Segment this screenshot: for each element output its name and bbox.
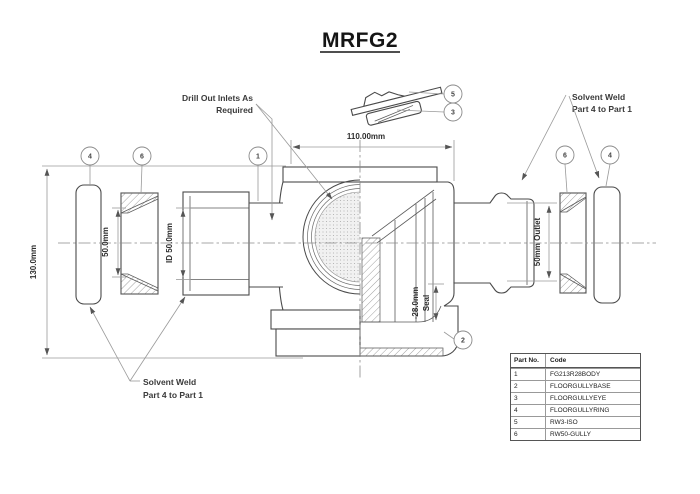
drill-out-line2: Required [216, 105, 253, 115]
svg-text:6: 6 [140, 154, 144, 161]
part-base [270, 305, 459, 357]
balloon-right-cap: 4 [600, 145, 620, 187]
svg-text:130.0mm: 130.0mm [29, 245, 38, 279]
part-right-cap [593, 186, 621, 304]
cell-code: FLOORGULLYRING [550, 407, 610, 414]
svg-text:2: 2 [461, 338, 465, 345]
svg-text:50.0mm: 50.0mm [101, 227, 110, 257]
parts-table-header: Part No. Code [511, 354, 640, 368]
cell-part-no: 2 [511, 381, 546, 392]
body-section [361, 189, 437, 323]
part-left-cap [75, 184, 102, 305]
table-row: 2 FLOORGULLYBASE [511, 380, 640, 392]
svg-text:110.00mm: 110.00mm [347, 132, 385, 141]
cell-part-no: 6 [511, 429, 546, 440]
table-row: 3 FLOORGULLYEYE [511, 392, 640, 404]
cell-code: FLOORGULLYBASE [550, 383, 611, 390]
solvent-weld-top-line1: Solvent Weld [572, 92, 625, 102]
balloon-right-ring: 6 [555, 145, 575, 193]
dim-ring-bore: 50.0mm [101, 207, 126, 278]
header-code: Code [550, 357, 567, 364]
svg-text:4: 4 [608, 153, 612, 160]
parts-table: Part No. Code 1 FG213R28BODY 2 FLOORGULL… [510, 353, 641, 441]
cell-part-no: 5 [511, 417, 546, 428]
balloon-body: 1 [248, 146, 268, 201]
balloon-left-cap: 4 [80, 146, 100, 186]
note-solvent-weld-top: Solvent Weld Part 4 to Part 1 [521, 92, 632, 181]
cell-code: RW3-ISO [550, 419, 578, 426]
dim-overall-width: 110.00mm [290, 132, 455, 181]
dim-outlet: 50mm Outlet [507, 202, 557, 282]
svg-text:5: 5 [451, 92, 455, 99]
inlet-circle [302, 179, 360, 295]
balloon-iso-eye: 3 [396, 102, 463, 122]
cell-part-no: 3 [511, 393, 546, 404]
table-row: 4 FLOORGULLYRING [511, 404, 640, 416]
cell-code: RW50-GULLY [550, 431, 591, 438]
table-row: 5 RW3-ISO [511, 416, 640, 428]
iso-grating-detail [350, 86, 443, 126]
cell-code: FLOORGULLYEYE [550, 395, 607, 402]
svg-text:4: 4 [88, 154, 92, 161]
page-title: MRFG2 [322, 29, 398, 52]
svg-text:50mm Outlet: 50mm Outlet [533, 217, 542, 266]
svg-text:Seal: Seal [422, 295, 431, 311]
svg-text:3: 3 [451, 110, 455, 117]
solvent-weld-bottom-line2: Part 4 to Part 1 [143, 390, 203, 400]
ring-hatch-top [120, 192, 159, 214]
cell-code: FG213R28BODY [550, 371, 601, 378]
svg-text:6: 6 [563, 153, 567, 160]
svg-text:1: 1 [256, 154, 260, 161]
table-row: 1 FG213R28BODY [511, 368, 640, 380]
cell-part-no: 4 [511, 405, 546, 416]
solvent-weld-top-line2: Part 4 to Part 1 [572, 104, 632, 114]
section-wall-hatch [361, 237, 381, 323]
balloon-left-ring: 6 [132, 146, 152, 195]
drill-out-line1: Drill Out Inlets As [182, 93, 253, 103]
note-drill-out: Drill Out Inlets As Required [182, 93, 333, 221]
base-hatch [359, 347, 444, 357]
note-solvent-weld-bottom: Solvent Weld Part 4 to Part 1 [89, 296, 203, 400]
cell-part-no: 1 [511, 369, 546, 380]
iso-plate [350, 86, 443, 117]
balloon-base: 2 [443, 330, 473, 350]
dim-overall-height: 130.0mm [29, 165, 303, 359]
solvent-weld-bottom-line1: Solvent Weld [143, 377, 196, 387]
part-left-ring [120, 192, 159, 295]
svg-text:-28.0mm: -28.0mm [411, 287, 420, 319]
svg-text:ID 50.0mm: ID 50.0mm [165, 223, 174, 263]
header-part-no: Part No. [511, 354, 546, 367]
dim-seal-depth: -28.0mm Seal [411, 283, 444, 321]
dim-inlet-bore: ID 50.0mm [165, 207, 191, 280]
table-row: 6 RW50-GULLY [511, 428, 640, 440]
body-inlet-spigot [182, 191, 283, 296]
